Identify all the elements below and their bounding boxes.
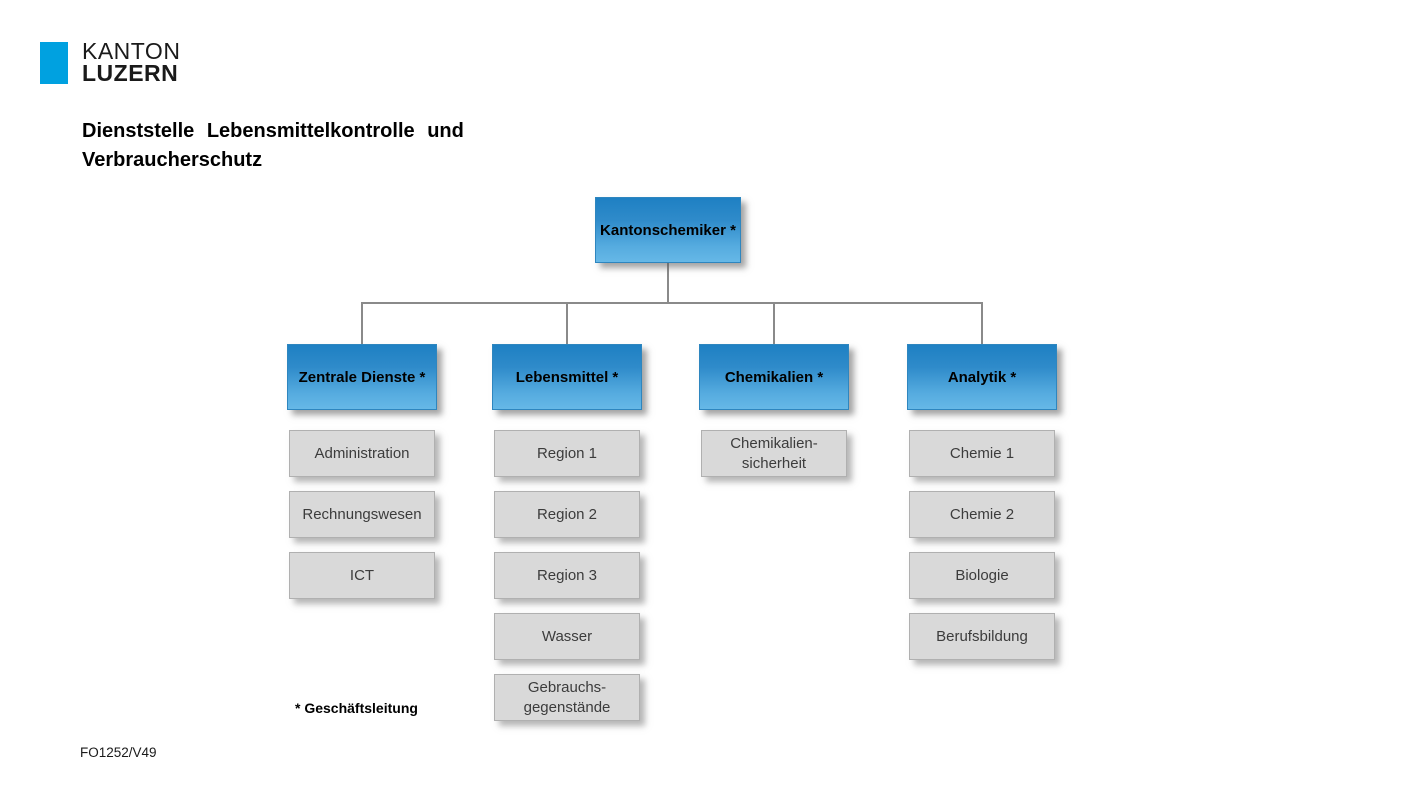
kanton-luzern-logo-mark — [40, 42, 68, 84]
footnote-geschaeftsleitung: * Geschäftsleitung — [295, 700, 418, 716]
connector-root-drop — [667, 263, 669, 304]
page-title-line2: Verbraucherschutz — [82, 149, 263, 171]
node-chemie-1: Chemie 1 — [909, 430, 1055, 477]
node-chemie-2: Chemie 2 — [909, 491, 1055, 538]
node-analytik: Analytik * — [907, 344, 1057, 410]
node-berufsbildung: Berufsbildung — [909, 613, 1055, 660]
node-rechnungswesen: Rechnungswesen — [289, 491, 435, 538]
node-lebensmittel: Lebensmittel * — [492, 344, 642, 410]
document-reference: FO1252/V49 — [80, 745, 157, 760]
connector-drop-analytik — [981, 304, 983, 344]
node-wasser: Wasser — [494, 613, 640, 660]
node-chemikalien: Chemikalien * — [699, 344, 849, 410]
connector-drop-chemikalien — [773, 304, 775, 344]
connector-drop-zentrale-dienste — [361, 304, 363, 344]
node-chemikaliensicherheit: Chemikalien- sicherheit — [701, 430, 847, 477]
node-region-3: Region 3 — [494, 552, 640, 599]
connector-horizontal — [361, 302, 983, 304]
node-administration: Administration — [289, 430, 435, 477]
node-kantonschemiker: Kantonschemiker * — [595, 197, 741, 263]
node-region-2: Region 2 — [494, 491, 640, 538]
node-region-1: Region 1 — [494, 430, 640, 477]
page-title: Dienststelle Lebensmittelkontrolle und V… — [82, 117, 464, 175]
connector-drop-lebensmittel — [566, 304, 568, 344]
node-biologie: Biologie — [909, 552, 1055, 599]
kanton-luzern-logo: KANTON LUZERN — [82, 38, 181, 86]
logo-word-kanton: KANTON — [82, 38, 181, 64]
logo-word-luzern: LUZERN — [82, 59, 179, 86]
page-title-line1: Dienststelle Lebensmittelkontrolle und — [82, 120, 464, 142]
node-zentrale-dienste: Zentrale Dienste * — [287, 344, 437, 410]
node-ict: ICT — [289, 552, 435, 599]
node-gebrauchsgegenstaende: Gebrauchs- gegenstände — [494, 674, 640, 721]
